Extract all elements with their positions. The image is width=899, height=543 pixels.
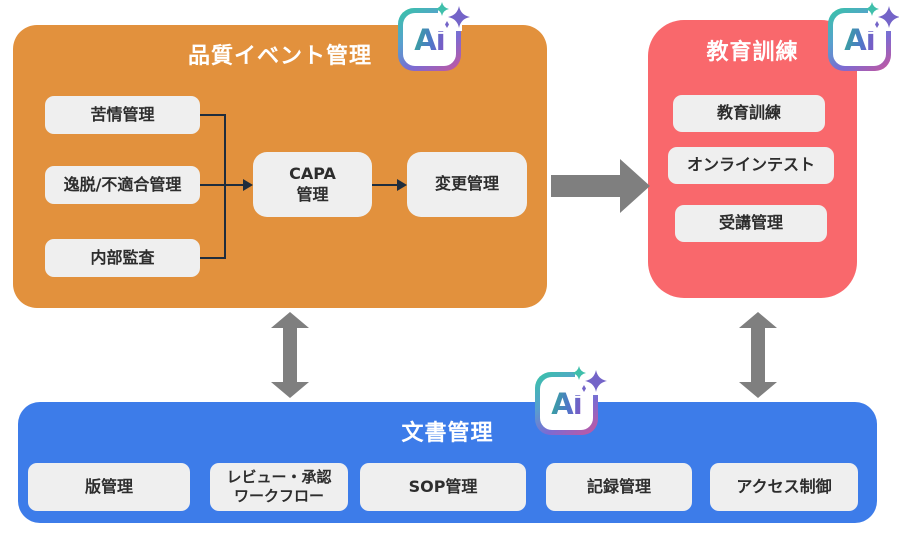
quality-block-title: 品質イベント管理 xyxy=(187,44,372,69)
training-block-title: 教育訓練 xyxy=(706,40,799,65)
sop-management-box: SOP管理 xyxy=(360,463,526,511)
records-management-label: 記録管理 xyxy=(586,476,651,496)
sop-management-label: SOP管理 xyxy=(408,476,478,496)
deviation-nonconformity-box: 逸脱/不適合管理 xyxy=(45,166,200,204)
capa-management-box: CAPA 管理 xyxy=(253,152,372,217)
attendance-management-label: 受講管理 xyxy=(718,213,783,233)
review-approval-label-line1: レビュー・承認 xyxy=(226,467,332,486)
education-training-block: 教育訓練 教育訓練 オンラインテスト 受講管理 xyxy=(648,20,857,298)
change-management-label: 変更管理 xyxy=(434,174,499,194)
access-control-label: アクセス制御 xyxy=(736,476,832,496)
review-approval-workflow-box: レビュー・承認 ワークフロー xyxy=(210,463,348,511)
records-management-box: 記録管理 xyxy=(546,463,692,511)
review-approval-label-line2: ワークフロー xyxy=(233,487,324,505)
ai-badge-quality: Ai xyxy=(398,2,470,71)
ai-badge-training: Ai xyxy=(828,2,899,71)
capa-label-line1: CAPA xyxy=(289,163,336,183)
deviation-nonconformity-label: 逸脱/不適合管理 xyxy=(63,174,182,194)
complaint-management-label: 苦情管理 xyxy=(90,104,155,124)
ai-badge-document: Ai xyxy=(535,366,607,435)
attendance-management-box: 受講管理 xyxy=(675,205,827,242)
version-management-box: 版管理 xyxy=(28,463,190,511)
arrow-quality-to-training-icon xyxy=(551,159,650,213)
education-training-label: 教育訓練 xyxy=(716,103,781,123)
internal-audit-label: 内部監査 xyxy=(90,247,155,267)
version-management-label: 版管理 xyxy=(84,476,133,496)
education-training-box: 教育訓練 xyxy=(673,95,825,132)
document-block-title: 文書管理 xyxy=(401,421,494,446)
arrow-training-document-bidirectional-icon xyxy=(739,312,777,398)
arrow-quality-document-bidirectional-icon xyxy=(271,312,309,398)
sparkles-icon xyxy=(865,2,899,28)
access-control-box: アクセス制御 xyxy=(710,463,858,511)
internal-audit-box: 内部監査 xyxy=(45,239,200,277)
change-management-box: 変更管理 xyxy=(407,152,527,217)
capa-label-line2: 管理 xyxy=(296,184,329,204)
complaint-management-box: 苦情管理 xyxy=(45,96,200,134)
online-test-box: オンラインテスト xyxy=(668,147,834,184)
online-test-label: オンラインテスト xyxy=(686,155,815,175)
quality-event-management-block: 品質イベント管理 苦情管理 逸脱/不適合管理 内部監査 CAPA 管理 変更管理 xyxy=(13,25,547,308)
sparkles-icon xyxy=(435,2,470,28)
document-management-block: 文書管理 版管理 レビュー・承認 ワークフロー SOP管理 記録管理 アクセス制… xyxy=(18,402,877,523)
sparkles-icon xyxy=(572,366,607,392)
